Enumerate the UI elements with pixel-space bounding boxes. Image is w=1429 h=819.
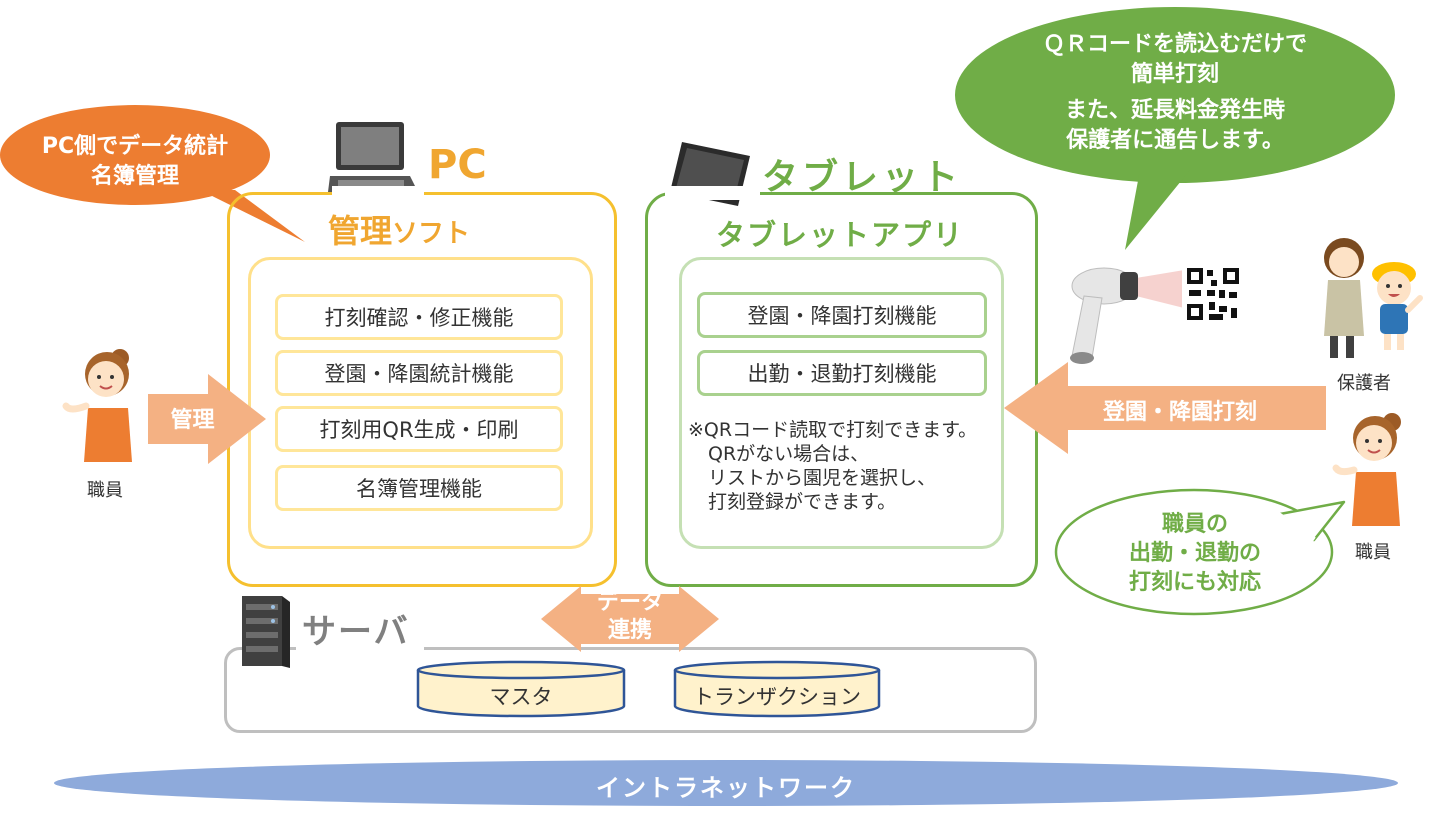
pc-function-roster: 名簿管理機能 bbox=[275, 465, 563, 511]
staff-left-figure bbox=[62, 349, 132, 462]
laptop-icon bbox=[328, 122, 418, 192]
pc-device-label: PC bbox=[428, 142, 487, 188]
qr-bubble-text: ＱＲコードを読込むだけで 簡単打刻 また、延長料金発生時 保護者に通告します。 bbox=[1042, 32, 1307, 153]
transaction-database-label: トランザクション bbox=[693, 685, 861, 709]
master-database bbox=[416, 660, 626, 718]
tablet-note: ※QRコード読取で打刻できます。 QRがない場合は、 リストから園児を選択し、 … bbox=[688, 419, 978, 513]
pc-function-attendance-stats: 登園・降園統計機能 bbox=[275, 350, 563, 396]
tablet-function-checkin: 登園・降園打刻機能 bbox=[697, 292, 987, 338]
guardian-figure bbox=[1324, 238, 1423, 358]
pc-bubble-text: PC側でデータ統計 名簿管理 bbox=[41, 134, 229, 189]
data-sync-arrow bbox=[541, 586, 719, 652]
tablet-function-staff-clock: 出勤・退勤打刻機能 bbox=[697, 350, 987, 396]
transaction-database bbox=[673, 660, 881, 718]
qr-code-icon bbox=[1185, 266, 1241, 322]
pc-function-panel bbox=[248, 257, 593, 549]
master-database-label: マスタ bbox=[489, 685, 553, 709]
server-icon bbox=[242, 596, 290, 668]
staff-right-figure bbox=[1332, 413, 1401, 526]
checkin-arrow bbox=[1004, 362, 1326, 454]
manage-arrow-label: 管理 bbox=[170, 408, 215, 433]
staff-speech-bubble bbox=[1054, 488, 1346, 616]
intranet-ellipse bbox=[54, 760, 1398, 806]
pc-function-qr-print: 打刻用QR生成・印刷 bbox=[275, 406, 563, 452]
qr-speech-bubble bbox=[955, 7, 1395, 250]
data-sync-label: データ 連携 bbox=[596, 590, 663, 643]
pc-software-title: 管理ソフト bbox=[328, 212, 471, 250]
intranet-label: イントラネットワーク bbox=[596, 774, 856, 802]
staff-left-label: 職員 bbox=[87, 480, 123, 501]
server-frame bbox=[224, 647, 1037, 733]
server-label: サーバ bbox=[302, 612, 410, 652]
tablet-app-title: タブレットアプリ bbox=[715, 218, 964, 252]
tablet-function-panel bbox=[679, 257, 1004, 549]
barcode-scanner-icon bbox=[1070, 267, 1182, 364]
checkin-arrow-label: 登園・降園打刻 bbox=[1102, 400, 1257, 425]
staff-right-label: 職員 bbox=[1355, 542, 1391, 563]
staff-bubble-text: 職員の 出勤・退勤の 打刻にも対応 bbox=[1128, 512, 1261, 595]
tablet-device-label: タブレット bbox=[762, 157, 963, 198]
manage-arrow bbox=[148, 374, 266, 464]
pc-function-stamp-check: 打刻確認・修正機能 bbox=[275, 294, 563, 340]
guardian-label: 保護者 bbox=[1337, 373, 1391, 394]
